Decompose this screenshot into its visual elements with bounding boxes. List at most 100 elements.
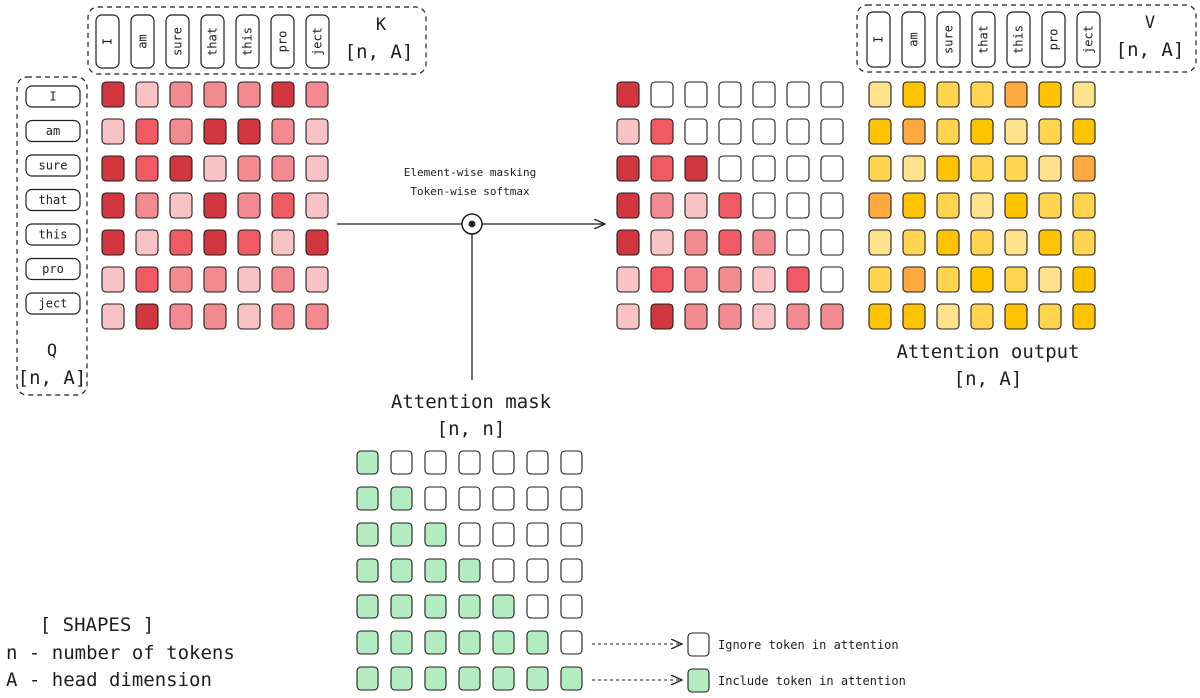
score-cell — [237, 303, 261, 330]
score-cell — [169, 266, 193, 293]
score-cell — [271, 192, 295, 219]
v-token-box — [971, 11, 996, 68]
output-cell — [1038, 229, 1062, 256]
mask-legend: Ignore token in attention Include token … — [592, 632, 906, 693]
mask-cell — [560, 630, 583, 655]
output-cell — [936, 155, 960, 182]
masked-score-cell — [684, 118, 708, 145]
operation-label-softmax: Token-wise softmax — [410, 185, 530, 198]
v-token-label: that — [977, 25, 991, 54]
v-token-label: ject — [1082, 25, 1096, 54]
masked-score-cell — [820, 81, 844, 108]
mask-cell — [356, 558, 379, 583]
k-token-box — [165, 14, 190, 69]
mask-cell — [356, 486, 379, 511]
q-title: Q — [47, 341, 57, 361]
mask-cell — [390, 594, 413, 619]
output-cell — [902, 266, 926, 293]
output-cell — [1004, 303, 1028, 330]
k-token-label: this — [241, 27, 255, 56]
mask-cell — [356, 522, 379, 547]
masked-score-cell — [650, 155, 674, 182]
k-title: K — [376, 15, 387, 35]
score-cell — [203, 303, 227, 330]
score-cell — [101, 303, 125, 330]
ignore-legend-label: Ignore token in attention — [718, 638, 899, 652]
masked-score-cell — [820, 192, 844, 219]
masked-score-cell — [752, 303, 776, 330]
output-cell — [970, 266, 994, 293]
v-token-label: this — [1012, 25, 1026, 54]
masked-score-cell — [752, 81, 776, 108]
masked-score-cell — [752, 192, 776, 219]
score-cell — [305, 229, 329, 256]
operation-connector: Element-wise masking Token-wise softmax — [337, 166, 604, 380]
mask-cell — [390, 450, 413, 475]
q-token-label: sure — [39, 159, 68, 173]
mask-cell — [390, 486, 413, 511]
mask-cell — [492, 522, 515, 547]
masked-score-cell — [752, 118, 776, 145]
masked-score-cell — [786, 229, 810, 256]
mask-cell — [356, 630, 379, 655]
output-cell — [970, 303, 994, 330]
mask-cell — [492, 630, 515, 655]
v-token-label: am — [907, 32, 921, 46]
masked-score-cell — [650, 229, 674, 256]
score-cell — [271, 155, 295, 182]
score-cell — [271, 118, 295, 145]
ignore-legend-swatch — [687, 632, 710, 657]
output-title: Attention output — [896, 341, 1079, 363]
mask-cell — [526, 594, 549, 619]
masked-score-cell — [718, 118, 742, 145]
output-cell — [868, 118, 892, 145]
output-cell — [868, 81, 892, 108]
mask-cell — [526, 666, 549, 691]
masked-score-cell — [616, 303, 640, 330]
output-cell — [936, 266, 960, 293]
output-cell — [1072, 81, 1096, 108]
include-legend-swatch — [687, 668, 710, 693]
v-title: V — [1145, 13, 1155, 33]
include-legend-label: Include token in attention — [718, 674, 906, 688]
v-token-label: sure — [942, 25, 956, 54]
mask-cell — [356, 594, 379, 619]
mask-cell — [458, 594, 481, 619]
score-cell — [237, 81, 261, 108]
k-token-label: that — [206, 27, 220, 56]
score-cell — [305, 266, 329, 293]
mask-cell — [458, 558, 481, 583]
output-cell — [1038, 303, 1062, 330]
mask-cell — [458, 630, 481, 655]
masked-score-cell — [820, 118, 844, 145]
masked-score-cell — [650, 303, 674, 330]
v-token-box — [1006, 11, 1031, 68]
output-cell — [1004, 266, 1028, 293]
output-cell — [1072, 155, 1096, 182]
score-cell — [101, 229, 125, 256]
shapes-legend-a: A - head dimension — [6, 669, 212, 691]
masked-score-cell — [616, 266, 640, 293]
output-cell — [868, 155, 892, 182]
score-cell — [135, 266, 159, 293]
output-cell — [1004, 229, 1028, 256]
score-cell — [271, 229, 295, 256]
masked-score-cell — [616, 192, 640, 219]
masked-score-cell — [684, 266, 708, 293]
mask-cell — [492, 450, 515, 475]
mask-cell — [560, 522, 583, 547]
score-cell — [101, 118, 125, 145]
mask-cell — [458, 450, 481, 475]
v-token-box — [936, 11, 961, 68]
mask-cell — [560, 594, 583, 619]
score-cell — [237, 155, 261, 182]
output-cell — [970, 229, 994, 256]
score-cell — [135, 303, 159, 330]
mask-cell — [356, 666, 379, 691]
score-cell — [203, 192, 227, 219]
